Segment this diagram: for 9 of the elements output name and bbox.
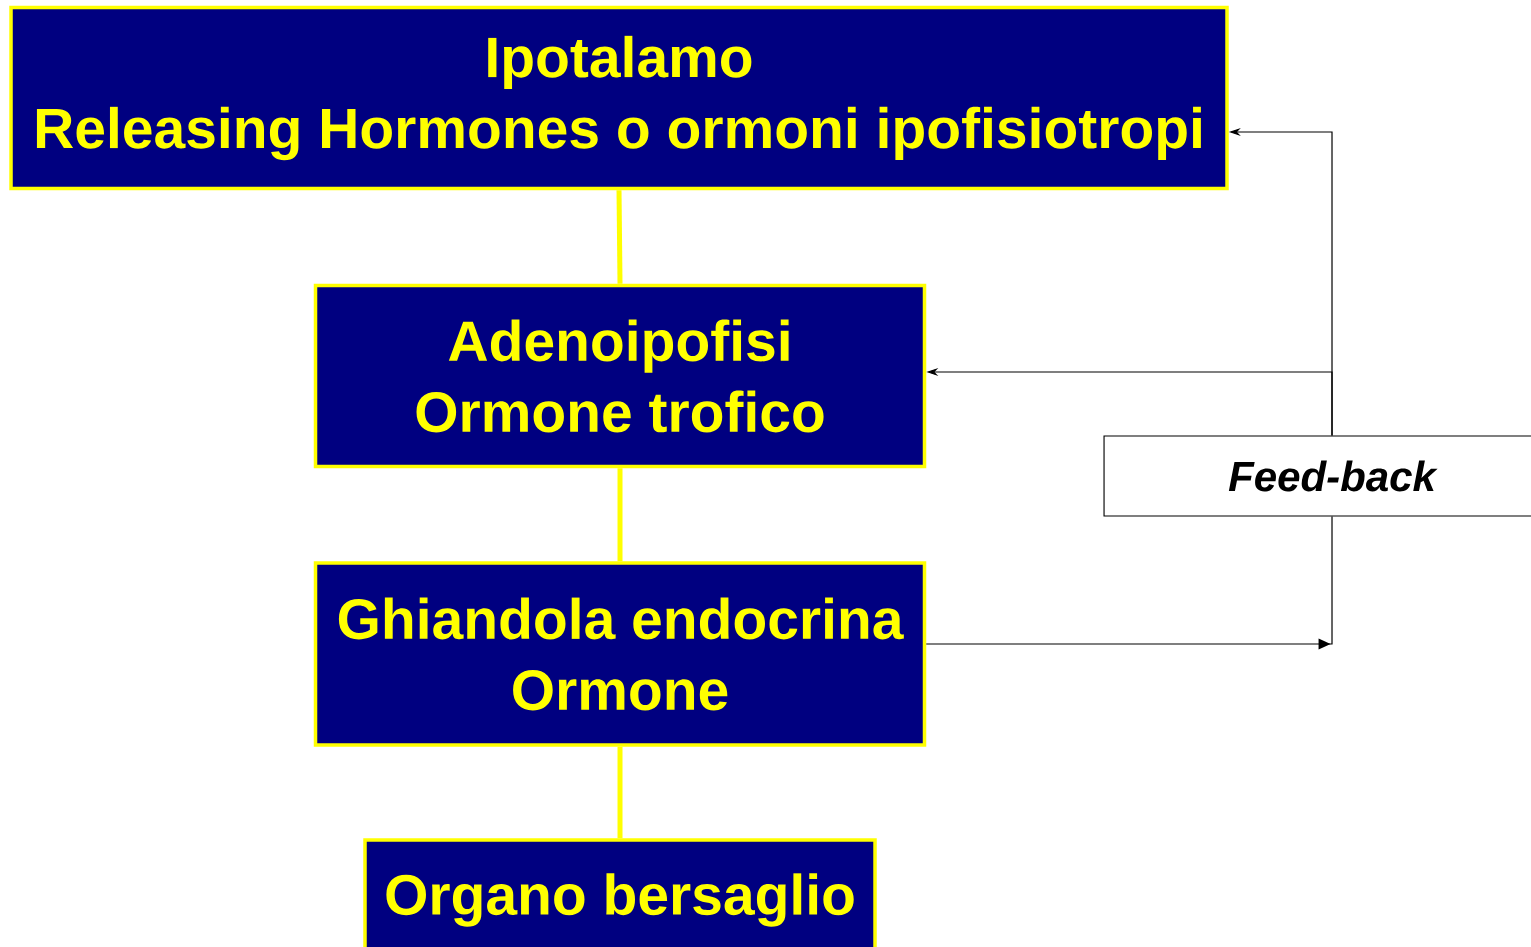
process-box: Ipotalamo Releasing Hormones o ormoni ipofisiotropi	[9, 5, 1229, 191]
process-box: Ghiandola endocrina Ormone	[313, 561, 927, 747]
connector-line	[617, 468, 623, 562]
process-box: Adenoipofisi Ormone trofico	[313, 283, 927, 469]
arrow	[925, 516, 1333, 650]
process-box: Organo bersaglio	[363, 838, 877, 947]
connector-line	[616, 190, 623, 284]
connector-line	[617, 746, 623, 839]
feedback-box: Feed-back	[1103, 435, 1531, 517]
